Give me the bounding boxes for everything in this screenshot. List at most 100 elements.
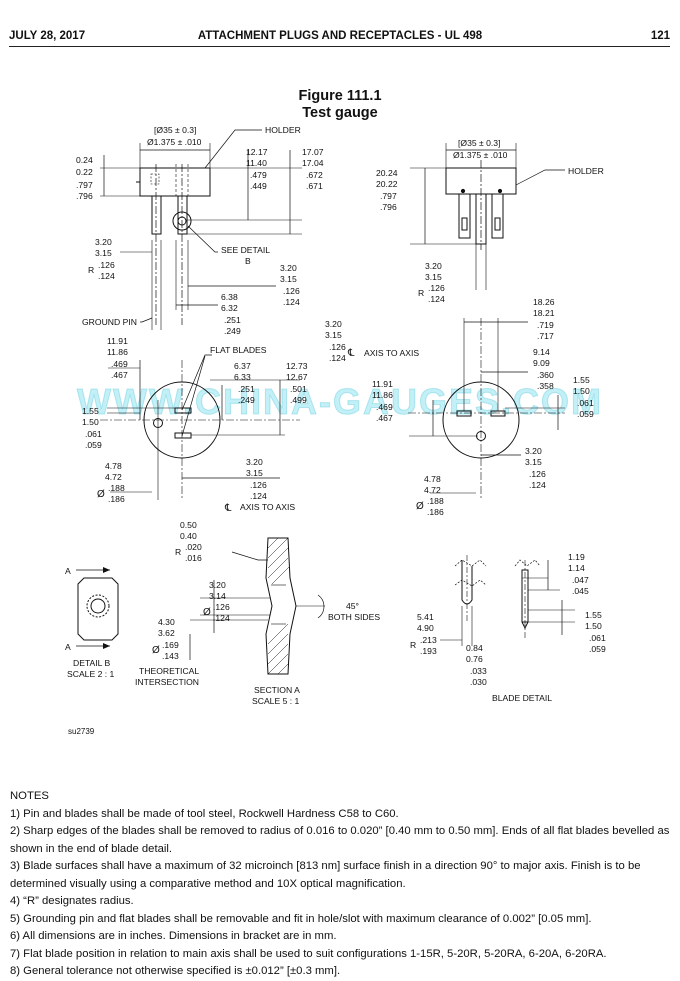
note-item: 5) Grounding pin and flat blades shall b…	[10, 912, 592, 925]
section-mark-a-top: A	[65, 566, 71, 576]
dim-r-124: .124	[98, 271, 115, 281]
dim-f-320: 3.20	[246, 457, 263, 467]
dim-s-124: .124	[213, 613, 230, 623]
dim-f-472: 4.72	[105, 472, 122, 482]
figure-title: Figure 111.1	[298, 88, 382, 104]
note-item: 7) Flat blade position in relation to ma…	[10, 947, 607, 960]
dim-h-022: 0.22	[76, 167, 93, 177]
dim-bd-061: .061	[589, 633, 606, 643]
dim-s-430: 4.30	[158, 617, 175, 627]
dim-bd-490: 4.90	[417, 623, 434, 633]
dim-b-672: .672	[306, 170, 323, 180]
dim-f-499: .499	[290, 395, 307, 405]
dim-m-914: 9.14	[533, 347, 550, 357]
dim-r-315: 3.15	[95, 248, 112, 258]
dim-f-126: .126	[250, 480, 267, 490]
dim-g-638: 6.38	[221, 292, 238, 302]
note-item: 4) “R” designates radius.	[10, 895, 134, 907]
note-item: 3) Blade surfaces shall have a maximum o…	[10, 860, 641, 890]
dim-s-320: 3.20	[209, 580, 226, 590]
dim-1375: Ø1.375 ± .010	[147, 137, 202, 147]
dim-s-169: .169	[162, 640, 179, 650]
dim-35mm: [Ø35 ± 0.3]	[154, 125, 196, 135]
dim-bd-045: .045	[572, 586, 589, 596]
dim-a-1217: 12.17	[246, 147, 268, 157]
dim-f-1191: 11.91	[107, 336, 128, 346]
top-right-view	[410, 143, 565, 290]
dim-b-671: .671	[306, 181, 323, 191]
dim-p-124: .124	[283, 297, 300, 307]
dim-m-358: .358	[537, 381, 554, 391]
section-a-view	[189, 537, 325, 675]
dim-m-1821: 18.21	[533, 308, 555, 318]
dim-m-1191: 11.91	[372, 379, 393, 389]
dim-p-315: 3.15	[280, 274, 297, 284]
dim-rh-796: .796	[380, 202, 397, 212]
dim-bd-033: .033	[470, 666, 487, 676]
dim-f-1267: 12.67	[286, 372, 308, 382]
label-axis-to-axis-2: AXIS TO AXIS	[364, 348, 419, 358]
centerline-symbol-2: ℄	[347, 348, 355, 359]
dim-f-315: 3.15	[246, 468, 263, 478]
detail-b-outline	[77, 577, 119, 641]
dim-bd-084: 0.84	[466, 643, 483, 653]
dim-bd-114: 1.14	[568, 563, 585, 573]
figure-code: su2739	[68, 727, 95, 736]
dim-m-909: 9.09	[533, 358, 550, 368]
label-detail-b-scale: SCALE 2 : 1	[67, 669, 115, 679]
dim-m-717: .717	[537, 331, 554, 341]
dim-m-124: .124	[529, 480, 546, 490]
dim-m-315: 3.15	[525, 457, 542, 467]
dim-c-320: 3.20	[325, 319, 342, 329]
dim-f-188: .188	[108, 483, 125, 493]
dim-a-449: .449	[250, 181, 267, 191]
label-holder-left: HOLDER	[265, 125, 301, 135]
dim-f-251: .251	[238, 384, 255, 394]
dim-m-188: .188	[427, 496, 444, 506]
radius-symbol-2: R	[418, 288, 424, 298]
dim-c-126: .126	[329, 342, 346, 352]
label-theoretical: THEORETICAL	[139, 666, 199, 676]
dim-r-320: 3.20	[95, 237, 112, 247]
dim-a-479: .479	[250, 170, 267, 180]
dim-s-362: 3.62	[158, 628, 175, 638]
diameter-symbol-1: Ø	[97, 489, 105, 500]
dim-r-126: .126	[98, 260, 115, 270]
diameter-symbol-4: Ø	[152, 645, 160, 656]
dim-f-633: 6.33	[234, 372, 251, 382]
diameter-symbol-2: Ø	[416, 501, 424, 512]
section-mark-a-bottom: A	[65, 642, 71, 652]
diameter-symbol-3: Ø	[203, 607, 211, 618]
note-item: 2) Sharp edges of the blades shall be re…	[10, 825, 670, 855]
dim-rh-2024: 20.24	[376, 168, 398, 178]
dim-c-124: .124	[329, 353, 346, 363]
dim-f-467: .467	[111, 370, 128, 380]
dim-f-124: .124	[250, 491, 267, 501]
watermark: WWW.CHINA-GAUGES.COM	[77, 381, 603, 422]
dim-rh-797: .797	[380, 191, 397, 201]
dim-m-059: .059	[577, 409, 594, 419]
dim-f-186: .186	[108, 494, 125, 504]
dim-rr-126: .126	[428, 283, 445, 293]
label-detail-b: DETAIL B	[73, 658, 111, 668]
dim-m-467: .467	[376, 413, 393, 423]
dim-p-126: .126	[283, 286, 300, 296]
dim-f-501: .501	[290, 384, 307, 394]
dim-bd-047: .047	[572, 575, 589, 585]
dim-rh-2022: 20.22	[376, 179, 398, 189]
dim-h-024: 0.24	[76, 155, 93, 165]
dim-m-155: 1.55	[573, 375, 590, 385]
label-intersection: INTERSECTION	[135, 677, 199, 687]
radius-symbol-4: R	[410, 640, 416, 650]
dim-f-155: 1.55	[82, 406, 99, 416]
header-title: ATTACHMENT PLUGS AND RECEPTACLES - UL 49…	[197, 30, 483, 42]
dim-h-796: .796	[76, 191, 93, 201]
label-blade-detail: BLADE DETAIL	[492, 693, 552, 703]
dim-s-020: .020	[185, 542, 202, 552]
dim-bd-030: .030	[470, 677, 487, 687]
page-header: JULY 28, 2017 ATTACHMENT PLUGS AND RECEP…	[0, 0, 680, 46]
label-section-a-scale: SCALE 5 : 1	[252, 696, 300, 706]
dim-g-251: .251	[224, 315, 241, 325]
label-holder-right: HOLDER	[568, 166, 604, 176]
notes-heading: NOTES	[10, 790, 49, 802]
